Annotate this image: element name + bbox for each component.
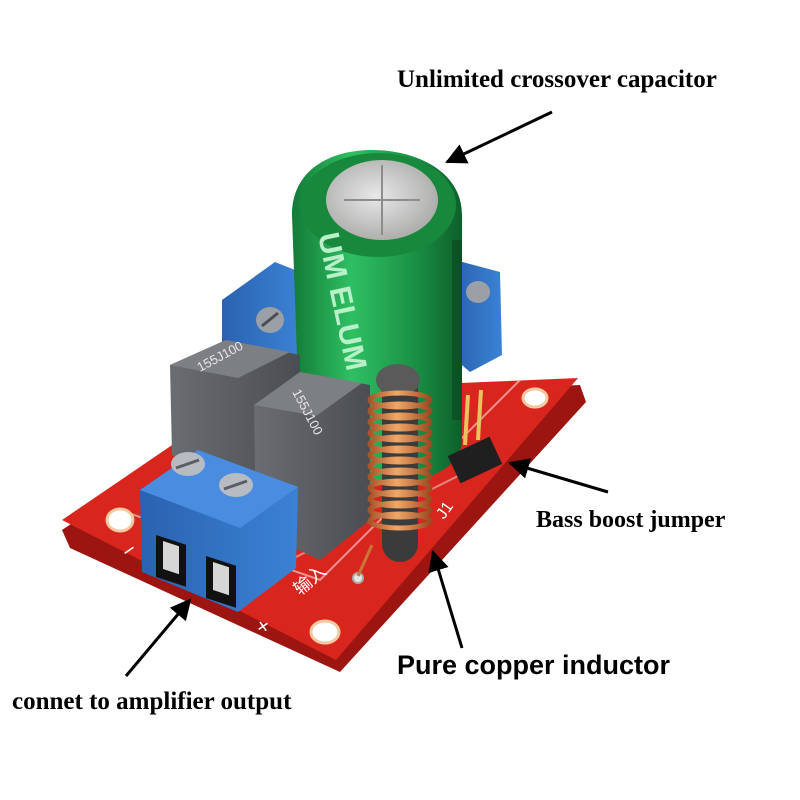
amp-output-callout: connet to amplifier output (12, 688, 292, 715)
coil-turn (367, 401, 433, 421)
coil-turn (367, 434, 433, 454)
mount-hole-front (309, 619, 341, 645)
copper-inductor (356, 364, 433, 577)
coil-turn (367, 412, 433, 432)
coil-turn (367, 500, 433, 520)
terminal-block-back-right (455, 260, 502, 372)
j1-marking: J1 (433, 499, 457, 523)
mount-hole-left (105, 507, 135, 533)
coil-turn (367, 467, 433, 487)
callout-arrows (124, 110, 609, 677)
coil-turn (367, 478, 433, 498)
arrow-to-jumper (507, 458, 609, 494)
coil-turn (367, 511, 433, 531)
arrow-to-inductor (428, 549, 464, 649)
terminal-block-front (140, 450, 298, 612)
arrow-to-terminal (124, 598, 192, 677)
mount-hole-right (521, 387, 549, 409)
coil-turn (367, 489, 433, 509)
coil-turn (367, 390, 433, 410)
capacitor-callout: Unlimited crossover capacitor (397, 66, 717, 93)
coil-turn (367, 423, 433, 443)
coil-turn (367, 445, 433, 465)
bass-boost-jumper-header (447, 389, 503, 484)
bass-jumper-callout: Bass boost jumper (536, 507, 726, 533)
arrow-to-capacitor (445, 110, 553, 164)
inductor-callout: Pure copper inductor (397, 650, 671, 680)
coil-turn (367, 456, 433, 476)
